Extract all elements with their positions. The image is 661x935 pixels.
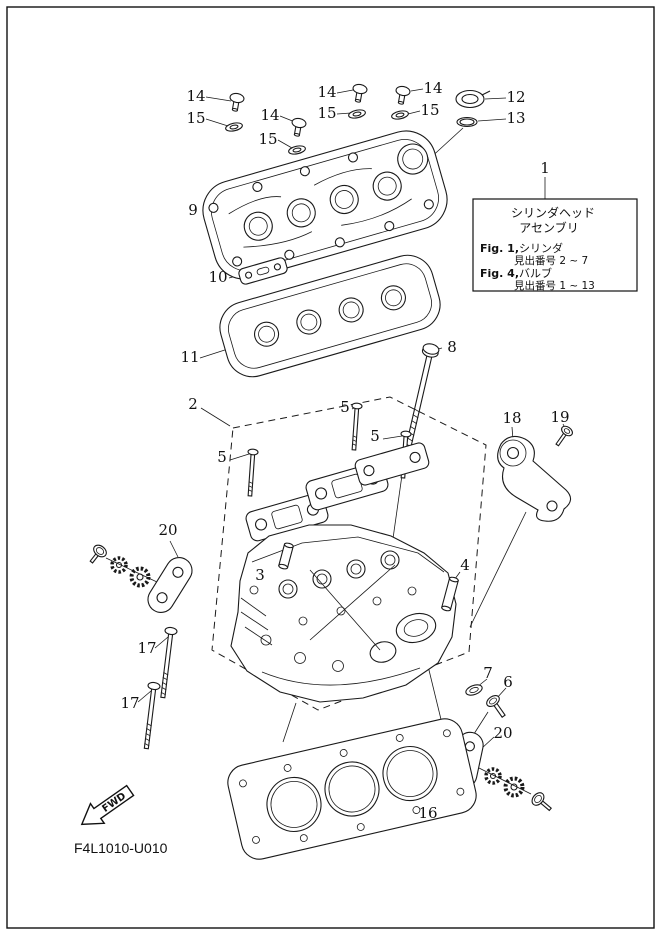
info-box: シリンダヘッド アセンブリ Fig. 1, シリンダ 見出番号 2 ~ 7 Fi…: [472, 198, 638, 292]
callout-16: 16: [418, 804, 437, 822]
callout-17-2: 17: [120, 694, 139, 712]
valve-cover: [202, 130, 448, 280]
star-washer-right-a: [484, 767, 502, 785]
washer-15-d: [391, 110, 409, 120]
figure-code: F4L1010-U010: [74, 840, 168, 856]
anode-bolt-left: [89, 544, 107, 564]
cylinder-head: [230, 524, 457, 703]
bolt-17-a: [160, 626, 178, 699]
callout-10: 10: [208, 268, 227, 286]
info-box-fig4-range: 見出番号 1 ~ 13: [514, 279, 595, 292]
bolt-5-a: [247, 448, 259, 497]
bolt-14-c: [352, 83, 368, 103]
callout-13: 13: [506, 109, 525, 127]
callout-2: 2: [188, 395, 198, 413]
washer-15-c: [348, 109, 366, 119]
callout-14-3: 14: [317, 83, 336, 101]
callout-15-1: 15: [186, 109, 205, 127]
info-box-fig4-name: バルブ: [519, 266, 552, 280]
bolt-14-b: [291, 117, 307, 137]
bolt-14-d: [395, 85, 411, 105]
washer-7: [465, 684, 483, 696]
callout-17-1: 17: [137, 639, 156, 657]
stud-3: [278, 542, 294, 570]
bracket-18: [497, 435, 572, 522]
callout-14-1: 14: [186, 87, 205, 105]
oil-cap-12: [455, 89, 491, 109]
callout-14-4: 14: [423, 79, 442, 97]
callout-12: 12: [506, 88, 525, 106]
star-washer-left-a: [110, 556, 128, 574]
info-box-fig1-name: シリンダ: [519, 241, 563, 255]
callout-5-3: 5: [217, 448, 227, 466]
fwd-arrow-shape: [80, 784, 135, 826]
bolt-17-b: [143, 681, 161, 750]
star-washer-left-b: [129, 566, 151, 588]
callout-4: 4: [460, 556, 470, 574]
callout-11: 11: [180, 348, 199, 366]
callout-5-2: 5: [370, 427, 380, 445]
callout-6: 6: [503, 673, 513, 691]
leader-lines: [105, 88, 567, 815]
callout-7: 7: [483, 664, 493, 682]
callout-15-2: 15: [258, 130, 277, 148]
o-ring-13: [456, 116, 478, 128]
info-box-title-line2: アセンブリ: [519, 220, 578, 235]
anode-plate-left: [147, 557, 193, 613]
bolt-5-b: [351, 402, 363, 451]
bolt-6: [486, 694, 506, 718]
bolt-19: [555, 425, 573, 447]
washer-15-b: [288, 145, 306, 155]
anode-bolt-right: [531, 792, 552, 812]
callout-20-left: 20: [158, 521, 177, 539]
washer-15-a: [225, 122, 243, 132]
valve-cover-gasket: [219, 254, 441, 378]
breather-plate-10: [238, 257, 288, 285]
callout-8: 8: [447, 338, 457, 356]
info-box-border: [472, 198, 638, 292]
dowel-4: [441, 576, 459, 612]
star-washer-right-b: [503, 776, 525, 798]
callout-19: 19: [550, 408, 569, 426]
callout-14-2: 14: [260, 106, 279, 124]
assembly-boundary-dashed: [211, 396, 487, 711]
head-gasket: [227, 718, 477, 860]
callout-15-3: 15: [317, 104, 336, 122]
info-box-fig4-label: Fig. 4,: [480, 267, 519, 280]
callout-9: 9: [188, 201, 198, 219]
callout-1: 1: [540, 159, 550, 177]
info-box-fig1-label: Fig. 1,: [480, 242, 519, 255]
callout-3: 3: [255, 566, 265, 584]
cam-cap-c: [354, 442, 430, 486]
bolt-14-a: [229, 92, 245, 112]
callout-15-4: 15: [420, 101, 439, 119]
callout-18: 18: [502, 409, 521, 427]
callout-numbers: 14 15 14 15 14 15 14 15 12 13 1 9 10 11 …: [120, 79, 569, 822]
info-box-title-line1: シリンダヘッド: [511, 205, 595, 220]
info-box-fig1-range: 見出番号 2 ~ 7: [514, 254, 588, 267]
callout-5-1: 5: [340, 398, 350, 416]
callout-20-right: 20: [493, 724, 512, 742]
